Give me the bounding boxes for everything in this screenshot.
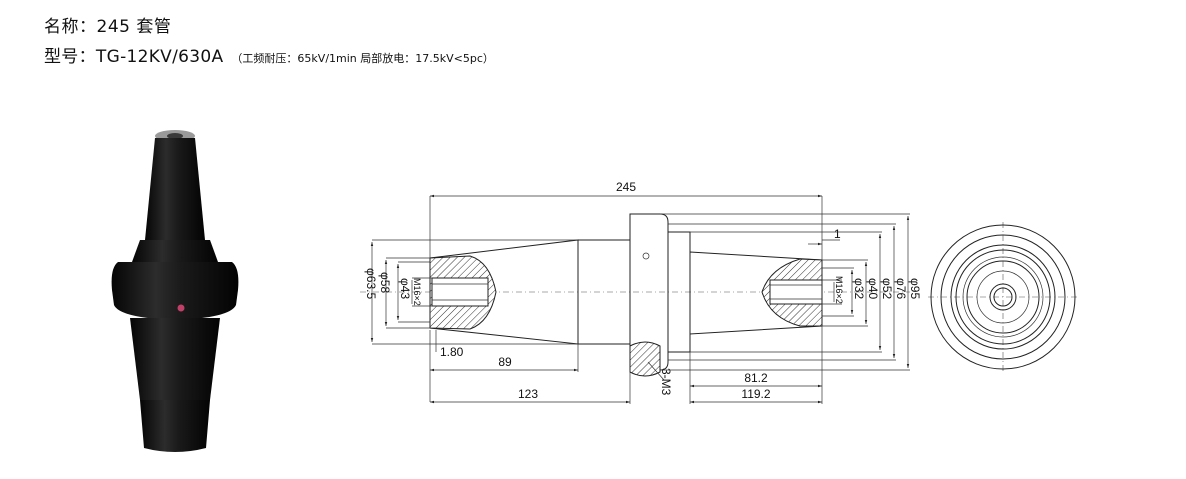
right-bore: [769, 279, 823, 305]
dim-left-d1: φ43: [398, 278, 412, 299]
name-line: 名称：245 套管: [44, 12, 171, 37]
upper-cone: [145, 138, 205, 240]
dim-right-d2: φ40: [866, 278, 880, 299]
flange: [111, 262, 239, 320]
dim-left-offset-label: 1.80: [440, 345, 464, 359]
name-value: 245 套管: [96, 17, 172, 37]
dim-right-section-label: 119.2: [741, 387, 770, 401]
terminal-hole: [167, 133, 183, 139]
dimension-left-section: 123: [430, 370, 631, 404]
bottom-end: [140, 400, 210, 452]
spec-note: （工频耐压：65kV/1min 局部放电：17.5kV<5pc）: [231, 52, 494, 65]
dimension-right-section: 119.2: [690, 387, 822, 404]
dimension-total: 245: [429, 180, 823, 260]
dim-left-thread: M16×2: [412, 278, 422, 306]
model-label: 型号：: [44, 47, 96, 67]
end-view-drawing: [928, 222, 1080, 372]
model-value: TG-12KV/630A: [95, 47, 224, 67]
bushing-photo: [111, 130, 239, 452]
dim-right-d1: φ32: [852, 278, 866, 299]
vent-symbol: [642, 252, 650, 260]
dim-screw-holes-label: 3-M3: [659, 368, 673, 396]
dim-left-cone-label: 89: [498, 355, 512, 369]
dimension-right-offset: 1: [808, 227, 841, 246]
dimension-right-cone: 81.2: [689, 326, 823, 404]
vent-dot: [177, 304, 185, 312]
dim-right-offset-label: 1: [834, 227, 841, 241]
left-bore: [431, 277, 489, 307]
dim-right-d5: φ95: [908, 278, 922, 299]
dim-right-d4: φ76: [894, 278, 908, 299]
dimension-left-cone: 89: [430, 344, 579, 372]
shoulder-step: [132, 240, 218, 262]
dimension-left-diameters: φ63.5 φ58 φ43 M16×2: [364, 239, 578, 345]
model-line: 型号：TG-12KV/630A （工频耐压：65kV/1min 局部放电：17.5…: [44, 42, 494, 67]
dimension-left-offset: 1.80: [429, 330, 464, 402]
dim-right-d3: φ52: [880, 278, 894, 299]
dim-right-cone-label: 81.2: [744, 371, 768, 385]
dim-left-d3: φ63.5: [364, 268, 378, 299]
dimension-screw-holes: 3-M3: [647, 361, 673, 396]
dim-total-label: 245: [616, 180, 636, 194]
side-view-drawing: [360, 213, 910, 377]
name-label: 名称：: [44, 17, 97, 37]
dim-left-section-label: 123: [518, 387, 538, 401]
lower-cone: [130, 318, 220, 400]
dim-left-d2: φ58: [378, 272, 392, 293]
dim-right-thread: M16×2: [834, 276, 844, 304]
dimension-right-diameters: M16×2 φ32 φ40 φ52 φ76 φ95: [660, 213, 922, 371]
